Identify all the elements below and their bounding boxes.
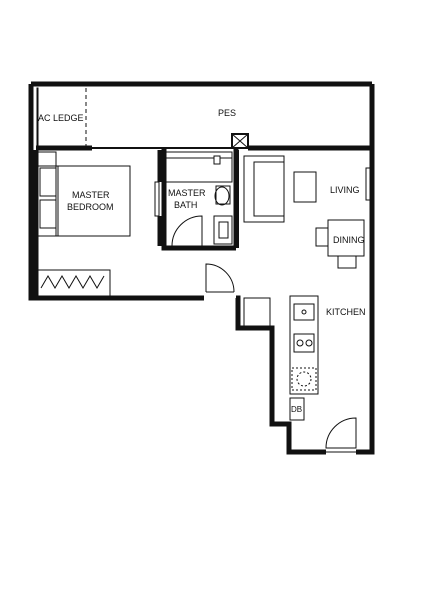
kitchen: [243, 295, 357, 455]
bed-headboard: [37, 151, 57, 237]
dining-label: DINING: [333, 235, 365, 245]
kitchen-counter: [289, 295, 319, 395]
living-label: LIVING: [330, 185, 360, 195]
fridge: [243, 297, 271, 327]
bed: [37, 165, 131, 237]
ac-ledge-label: AC LEDGE: [38, 113, 84, 123]
wardrobe: [37, 269, 111, 297]
hob: [293, 333, 315, 353]
dining-chair-left: [315, 227, 329, 247]
shower: [165, 151, 233, 183]
master-bedroom: [33, 150, 163, 297]
living-window: [365, 167, 371, 201]
living-dining: [237, 150, 371, 269]
master-bath: [161, 148, 239, 251]
db-label: DB: [291, 405, 302, 414]
corridor-door: [205, 263, 235, 293]
pes-boundary: [36, 87, 372, 151]
outer-walls: [28, 81, 375, 455]
master-bath-label-1: MASTER: [168, 188, 206, 198]
washer: [291, 367, 317, 391]
kitchen-label: KITCHEN: [326, 307, 366, 317]
entrance-door: [325, 417, 357, 449]
coffee-table: [293, 171, 317, 203]
master-bedroom-label-2: BEDROOM: [67, 202, 114, 212]
basin: [213, 215, 233, 245]
pillow-1: [39, 167, 57, 197]
master-bedroom-label-1: MASTER: [72, 190, 110, 200]
ac-ledge-vent: [36, 87, 39, 147]
service-shaft: [231, 133, 249, 149]
master-bath-label-2: BATH: [174, 200, 197, 210]
pillow-2: [39, 199, 57, 229]
db-box: [289, 397, 305, 421]
dining-chair-bottom: [337, 255, 357, 269]
sink: [293, 303, 315, 321]
pes-label: PES: [218, 108, 236, 118]
wc: [215, 185, 231, 205]
sofa: [243, 155, 285, 223]
